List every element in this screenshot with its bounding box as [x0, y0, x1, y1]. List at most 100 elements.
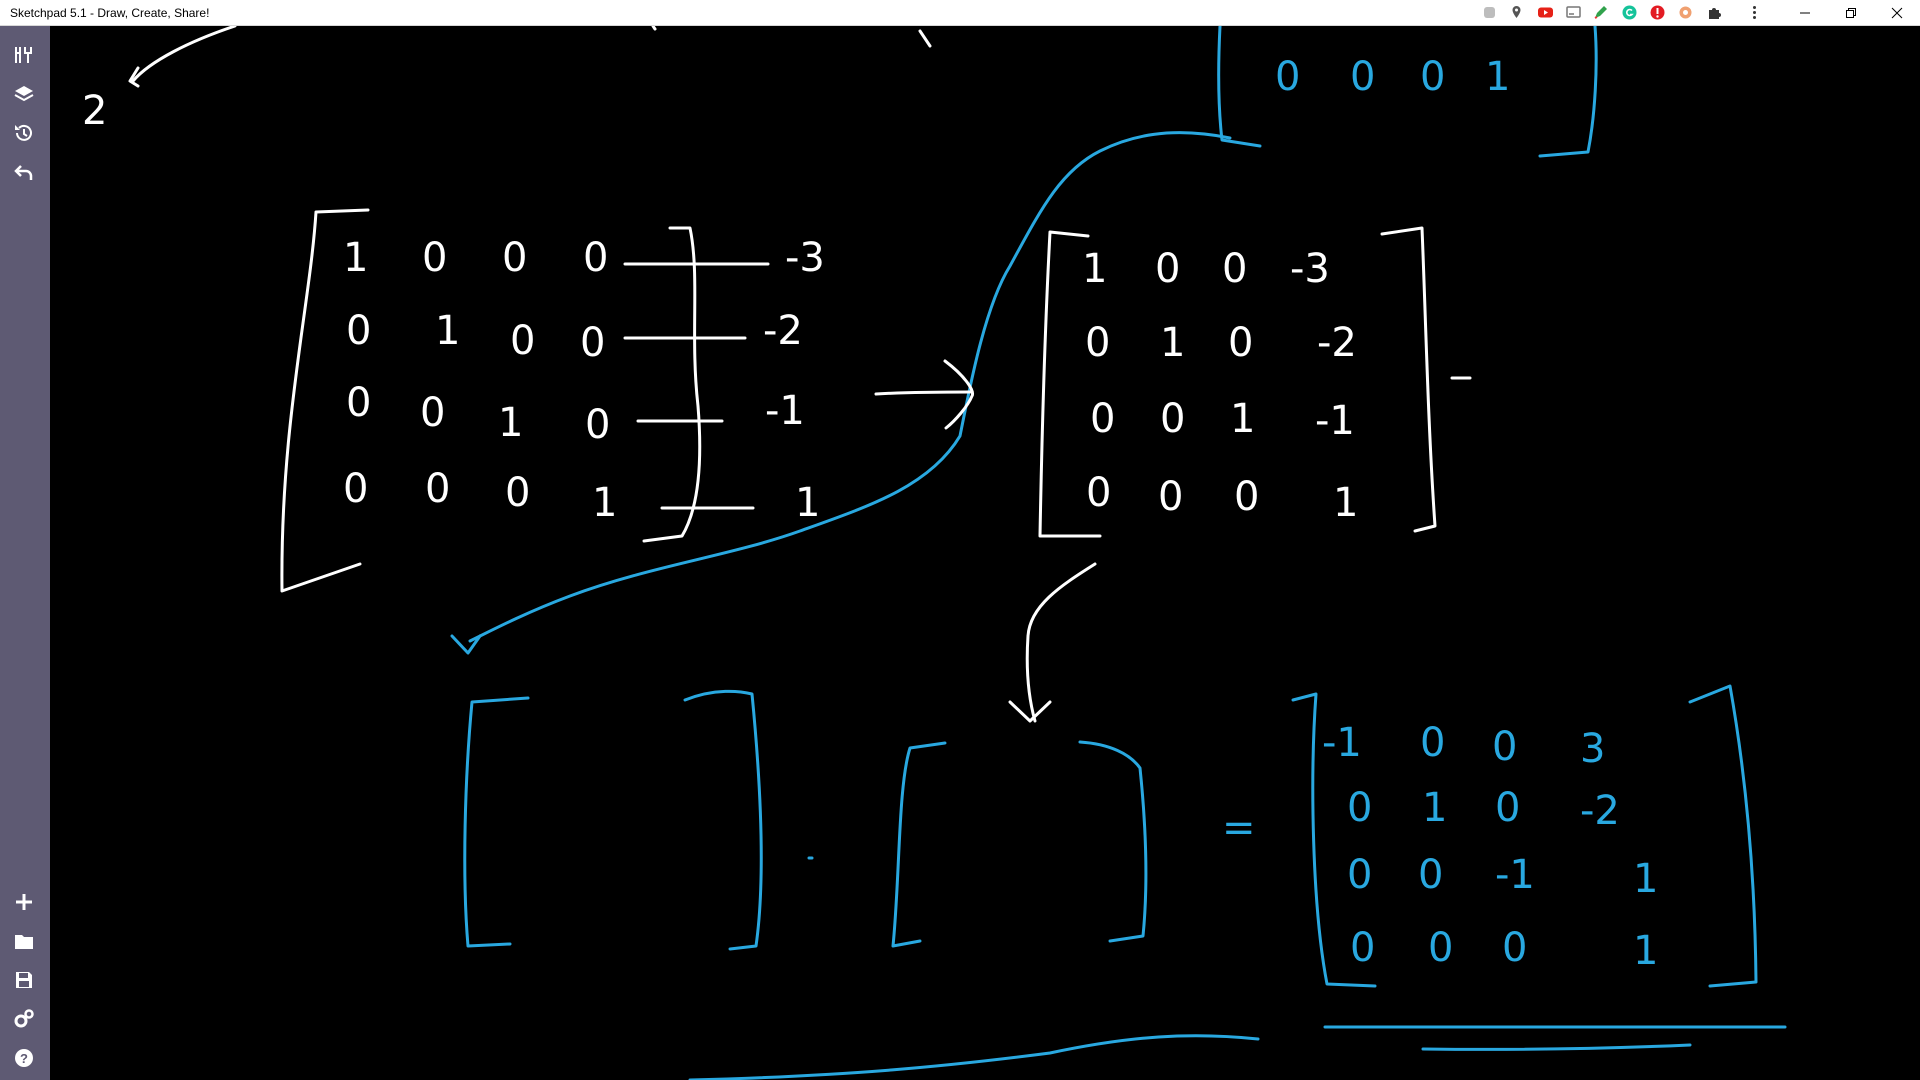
tools-icon[interactable]: [9, 40, 39, 70]
matrix-c: -1 0 0 3 0 1 0 -2 0 0 -1 1 0 0 0 1: [1322, 720, 1658, 974]
matrix-cell: 0: [502, 235, 527, 281]
bracket-left: [1217, 26, 1262, 148]
puzzle-icon[interactable]: [1706, 4, 1723, 21]
ink-stroke: [918, 29, 932, 48]
matrix-cell: 0: [1350, 925, 1375, 971]
drawing-canvas[interactable]: 2 0 0 0 1 1 0 0 0 -3 0 1 0 0 -2 0: [50, 26, 1920, 1080]
arrow-head: [1008, 700, 1052, 723]
window-title: Sketchpad 5.1 - Draw, Create, Share!: [10, 6, 210, 20]
matrix-cell: 1: [1633, 928, 1658, 974]
connector-curve: [468, 131, 1232, 643]
matrix-cell: 0: [585, 402, 610, 448]
history-icon[interactable]: [9, 118, 39, 148]
matrix-cell: 0: [583, 235, 608, 281]
matrix-cell: 0: [1222, 246, 1247, 292]
top-matrix-row: 0 0 0 1: [1275, 54, 1510, 100]
underline: [1421, 1043, 1692, 1051]
orange-extension-icon[interactable]: [1677, 4, 1694, 21]
pen-icon[interactable]: [1592, 4, 1609, 21]
equals-sign: =: [1222, 805, 1256, 851]
matrix-cell: 0: [1160, 396, 1185, 442]
matrix-cell: -1: [1315, 398, 1355, 444]
matrix-cell: 0: [1085, 320, 1110, 366]
arrow-head: [450, 634, 482, 655]
matrix-cell: 0: [510, 318, 535, 364]
matrix-cell: 1: [1333, 480, 1358, 526]
matrix-cell: 0: [1155, 246, 1180, 292]
add-icon[interactable]: [9, 887, 39, 917]
matrix-cell: 0: [1347, 785, 1372, 831]
bracket-left: [1038, 230, 1102, 538]
restore-button[interactable]: [1828, 0, 1874, 26]
minimize-button[interactable]: [1782, 0, 1828, 26]
matrix-cell: 0: [1350, 54, 1375, 100]
matrix-cell: 0: [1428, 925, 1453, 971]
matrix-cell: 0: [1495, 785, 1520, 831]
matrix-cell: 1: [1485, 54, 1510, 100]
matrix-cell: -3: [785, 235, 825, 281]
folder-icon[interactable]: [9, 926, 39, 956]
matrix-cell: 0: [425, 466, 450, 512]
matrix-cell: 1: [343, 235, 368, 281]
bracket-right: [1538, 26, 1598, 158]
matrix-cell: 0: [1234, 474, 1259, 520]
arrow-head: [943, 359, 974, 430]
map-pin-icon[interactable]: [1508, 4, 1525, 21]
matrix-cell: 0: [1347, 852, 1372, 898]
ink-stroke: [128, 66, 140, 88]
matrix-cell: 0: [1420, 720, 1445, 766]
matrix-cell: 0: [1228, 320, 1253, 366]
matrix-a: 1 0 0 0 -3 0 1 0 0 -2 0 0 1 0 -1 0 0 0 1…: [343, 235, 825, 526]
layers-icon[interactable]: [9, 79, 39, 109]
matrix-cell: -2: [763, 308, 803, 354]
matrix-cell: 1: [795, 480, 820, 526]
matrix-cell: 0: [505, 470, 530, 516]
ink-stroke: [651, 26, 657, 31]
settings-icon[interactable]: [9, 1004, 39, 1034]
matrix-cell: 0: [343, 466, 368, 512]
menu-dots-icon[interactable]: [1746, 4, 1763, 21]
matrix-cell: 1: [1082, 246, 1107, 292]
svg-text:?: ?: [20, 1051, 28, 1066]
bracket-right: [642, 226, 702, 543]
matrix-cell: -1: [765, 388, 805, 434]
matrix-cell: 1: [498, 400, 523, 446]
underline: [688, 1034, 1260, 1080]
youtube-icon[interactable]: [1537, 4, 1554, 21]
matrix-cell: 1: [592, 480, 617, 526]
red-extension-icon[interactable]: [1649, 4, 1666, 21]
matrix-cell: 0: [346, 308, 371, 354]
matrix-cell: 3: [1580, 726, 1605, 772]
matrix-cell: 0: [420, 390, 445, 436]
ink-stroke: [131, 26, 237, 83]
matrix-b: 1 0 0 -3 0 1 0 -2 0 0 1 -1 0 0 0 1: [1082, 246, 1358, 526]
matrix-cell: 1: [1633, 856, 1658, 902]
undo-icon[interactable]: [9, 157, 39, 187]
matrix-cell: 0: [1275, 54, 1300, 100]
matrix-cell: 0: [422, 235, 447, 281]
matrix-cell: 1: [1422, 785, 1447, 831]
matrix-cell: 1: [1230, 396, 1255, 442]
bracket-left: [891, 741, 947, 948]
cast-icon[interactable]: [1565, 4, 1582, 21]
bracket-right: [683, 689, 763, 951]
bracket-left: [1291, 692, 1377, 988]
close-button[interactable]: [1874, 0, 1920, 26]
matrix-cell: 0: [1086, 470, 1111, 516]
help-icon[interactable]: ?: [9, 1043, 39, 1073]
title-bar: Sketchpad 5.1 - Draw, Create, Share!: [0, 0, 1920, 26]
sidebar: ?: [0, 26, 50, 1080]
handwritten-digit: 2: [82, 88, 107, 134]
matrix-cell: 0: [580, 320, 605, 366]
bracket-right: [1078, 740, 1148, 943]
matrix-cell: -2: [1317, 320, 1357, 366]
matrix-cell: -1: [1322, 720, 1362, 766]
matrix-cell: 0: [1492, 724, 1517, 770]
grammarly-icon[interactable]: [1621, 4, 1638, 21]
save-icon[interactable]: [9, 965, 39, 995]
extension-gray-icon[interactable]: [1481, 4, 1498, 21]
bracket-left: [463, 696, 530, 948]
matrix-cell: 0: [1158, 474, 1183, 520]
matrix-cell: 0: [1502, 925, 1527, 971]
matrix-cell: 1: [435, 308, 460, 354]
